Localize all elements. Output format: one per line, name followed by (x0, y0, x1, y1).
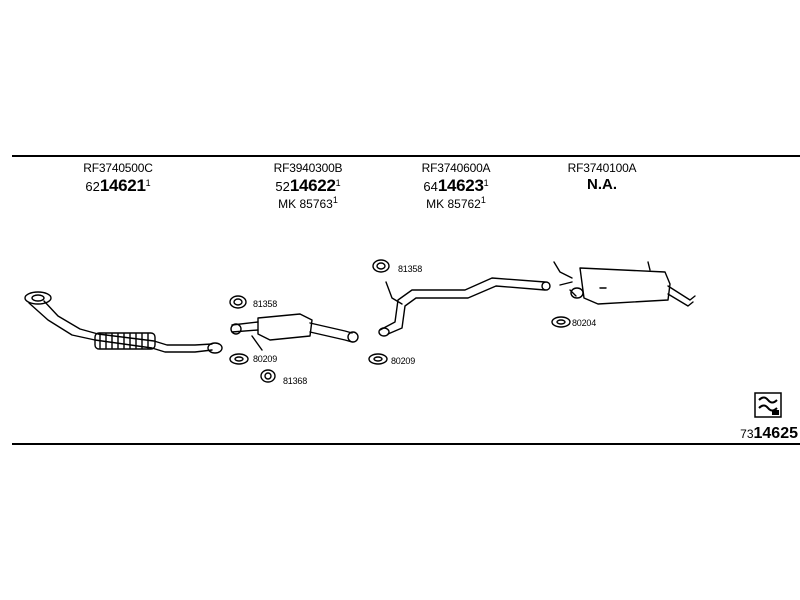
center-muffler-drawing (229, 295, 359, 383)
ref-label: 80204 (572, 318, 597, 328)
ref-label: 81358 (253, 299, 278, 309)
front-pipe-drawing (24, 291, 223, 354)
not-available-label: N.A. (587, 175, 617, 193)
part-code: RF3740100A (567, 161, 637, 175)
ref-label: 80209 (253, 354, 278, 364)
part-number: 64146231 (423, 175, 489, 195)
manual-book-icon (754, 392, 782, 418)
part-code: RF3740600A (421, 161, 491, 175)
intermediate-pipe-drawing (368, 259, 551, 365)
part-front-pipe: RF3740500C 62146211 (68, 161, 168, 195)
ref-label: 81358 (398, 264, 423, 274)
ref-label: 81368 (283, 376, 308, 386)
mounting-kit: MK 857631 (278, 195, 338, 212)
part-code: RF3740500C (83, 161, 153, 175)
rear-muffler-drawing (551, 261, 696, 328)
diagram-number: 7314625 (740, 425, 798, 442)
part-code: RF3940300B (273, 161, 343, 175)
part-center-muffler: RF3940300B 52146221 MK 857631 (258, 161, 358, 212)
mounting-kit: MK 857621 (426, 195, 486, 212)
ref-label: 80209 (391, 356, 416, 366)
part-intermediate-pipe: RF3740600A 64146231 MK 857621 (406, 161, 506, 212)
part-number: 62146211 (85, 175, 151, 195)
bottom-rule (12, 443, 800, 445)
part-number: 52146221 (275, 175, 341, 195)
top-rule (12, 155, 800, 157)
part-rear-muffler: RF3740100A N.A. (552, 161, 652, 193)
